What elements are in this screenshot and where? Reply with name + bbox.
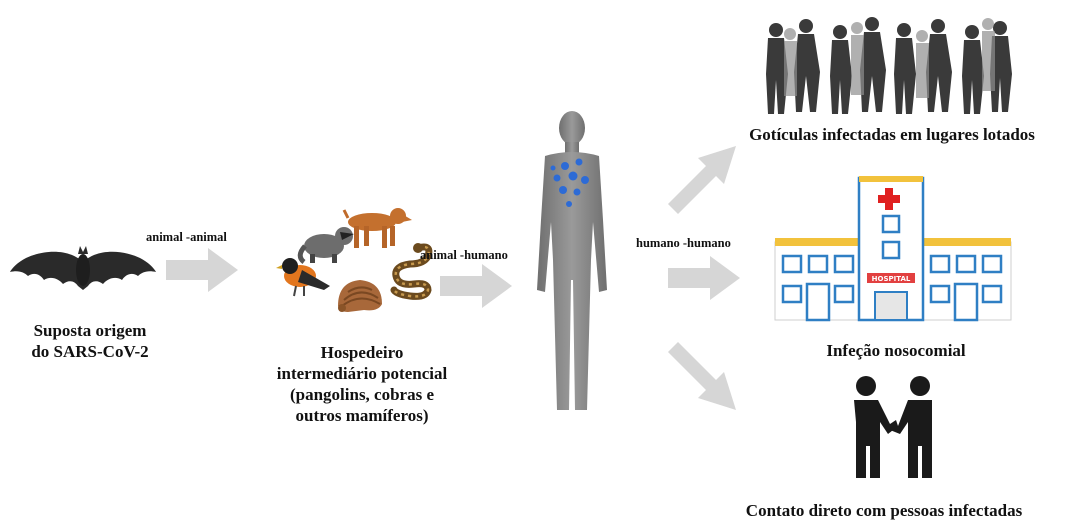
crowd-icon — [762, 14, 1012, 114]
origin-label-line1: Suposta origem — [10, 320, 170, 341]
outcome-hospital-label: Infeção nosocomial — [776, 340, 1016, 361]
origin-caption: Suposta origem do SARS-CoV-2 — [10, 320, 170, 362]
handshake-icon — [848, 374, 938, 482]
edge-label-animal-human: animal -humano — [420, 248, 508, 263]
arrow-animal-human — [440, 264, 512, 308]
hospital-icon: HOSPITAL — [775, 176, 1011, 322]
edge-label-human-human: humano -humano — [636, 236, 731, 251]
arrow-to-hospital — [668, 256, 740, 300]
bat-icon — [8, 240, 158, 300]
intermediate-label-line1: Hospedeiro — [262, 342, 462, 363]
bird-icon — [278, 252, 338, 297]
intermediate-label-line3: (pangolins, cobras e — [262, 384, 462, 405]
human-body-icon — [527, 110, 617, 415]
intermediate-caption: Hospedeiro intermediário potencial (pang… — [262, 342, 462, 426]
arrow-to-handshake — [662, 346, 742, 416]
intermediate-label-line2: intermediário potencial — [262, 363, 462, 384]
edge-label-animal-animal: animal -animal — [146, 230, 227, 245]
pangolin-icon — [334, 276, 386, 316]
origin-label-line2: do SARS-CoV-2 — [10, 341, 170, 362]
outcome-crowd-label: Gotículas infectadas em lugares lotados — [722, 124, 1062, 145]
arrow-animal-animal — [166, 248, 238, 292]
outcome-handshake-label: Contato direto com pessoas infectadas — [708, 500, 1060, 521]
arrow-to-crowd — [662, 140, 742, 210]
hospital-sign: HOSPITAL — [872, 275, 911, 283]
intermediate-label-line4: outros mamíferos) — [262, 405, 462, 426]
